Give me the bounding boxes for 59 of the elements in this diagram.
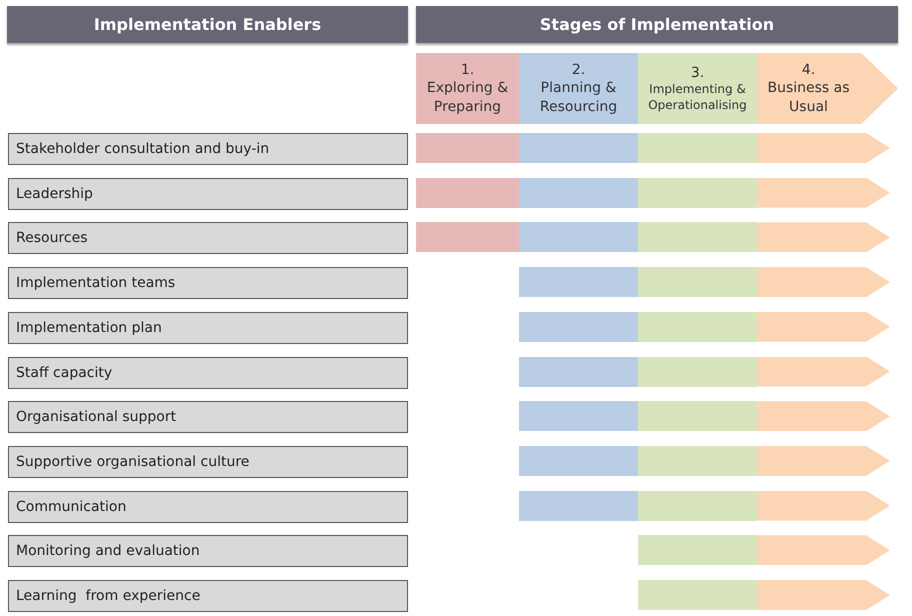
bar-segment	[638, 222, 757, 252]
bar-segment	[638, 133, 757, 163]
bar-segment	[416, 222, 519, 252]
bar-segment	[757, 490, 890, 521]
bar-segment	[757, 267, 890, 298]
bar-segment	[519, 312, 638, 342]
bar-segment	[519, 446, 638, 476]
bar-segment	[519, 133, 638, 163]
bar-segment	[519, 401, 638, 432]
stage-number: 4.	[802, 61, 816, 80]
bar-segment	[757, 133, 890, 163]
enabler-box: Monitoring and evaluation	[8, 535, 408, 568]
enabler-box: Implementation teams	[8, 267, 408, 300]
column-header: Stages of Implementation	[416, 6, 898, 43]
bar-segment	[519, 490, 638, 521]
stage-name: Implementing & Operationalising	[647, 82, 748, 114]
bar-segment	[757, 580, 890, 610]
stage-header	[638, 53, 757, 124]
bar-segment	[519, 356, 638, 386]
stage-name: Planning & Resourcing	[538, 79, 618, 116]
bar-segment	[638, 580, 757, 610]
bar-segment	[416, 133, 519, 163]
stage-name: Exploring & Preparing	[426, 79, 510, 116]
stage-header	[757, 53, 898, 124]
bar-segment	[757, 312, 890, 342]
enabler-box: Supportive organisational culture	[8, 446, 408, 478]
enabler-box: Implementation plan	[8, 312, 408, 344]
bar-segment	[638, 401, 757, 432]
bar-segment	[519, 267, 638, 298]
stage-number: 1.	[460, 61, 474, 80]
bar-segment	[416, 178, 519, 208]
enabler-box: Stakeholder consultation and buy-in	[8, 133, 408, 165]
enabler-box: Organisational support	[8, 401, 408, 434]
stage-number: 2.	[572, 61, 586, 80]
bar-segment	[757, 401, 890, 432]
bar-segment	[638, 356, 757, 386]
enabler-box: Leadership	[8, 178, 408, 210]
stage-number: 3.	[690, 64, 704, 82]
bar-segment	[638, 446, 757, 476]
bar-segment	[638, 535, 757, 566]
stage-name: Business as Usual	[766, 79, 851, 116]
enabler-box: Communication	[8, 490, 408, 523]
stage-header	[416, 53, 519, 124]
enabler-box: Staff capacity	[8, 356, 408, 388]
enabler-box: Learning from experience	[8, 580, 408, 612]
bar-segment	[638, 490, 757, 521]
bar-segment	[757, 446, 890, 476]
bar-segment	[638, 178, 757, 208]
bar-segment	[757, 178, 890, 208]
bar-segment	[638, 267, 757, 298]
bar-segment	[519, 178, 638, 208]
bar-segment	[757, 535, 890, 566]
bar-segment	[519, 222, 638, 252]
stage-header	[519, 53, 638, 124]
enabler-box: Resources	[8, 222, 408, 254]
bar-segment	[757, 356, 890, 386]
bar-segment	[757, 222, 890, 252]
column-header: Implementation Enablers	[7, 6, 408, 43]
bar-segment	[638, 312, 757, 342]
